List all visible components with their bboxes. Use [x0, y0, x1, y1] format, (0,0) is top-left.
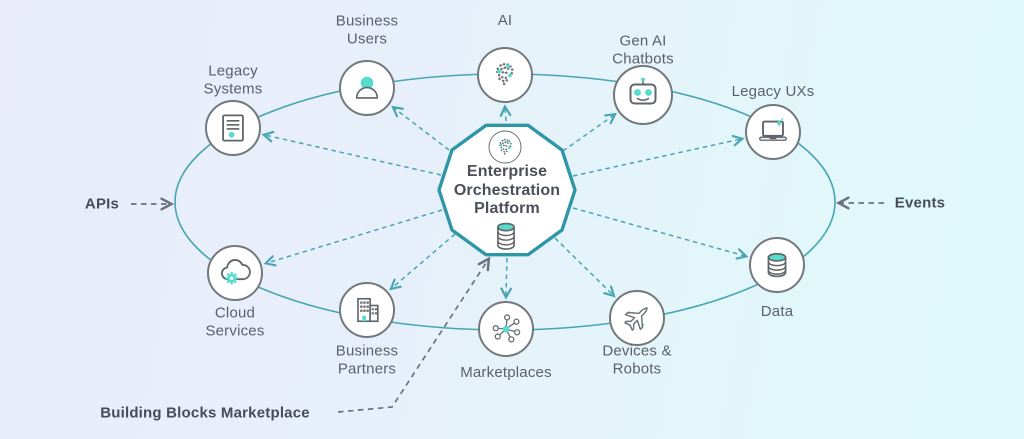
decagon-shape: [437, 123, 577, 257]
center-platform: [422, 105, 592, 275]
database-icon: [497, 222, 515, 250]
node-ai: [477, 47, 533, 103]
building-blocks-marketplace-label: Building Blocks Marketplace: [100, 404, 310, 422]
node-cloud-services: [207, 245, 263, 301]
platform-title: Enterprise Orchestration Platform: [453, 163, 561, 218]
events-label: Events: [894, 194, 946, 212]
database-icon: [767, 252, 787, 278]
node-label-devices-robots: Devices & Robots: [602, 342, 672, 378]
cloud-gear-icon: [221, 259, 251, 285]
node-label-gen-ai-chatbots: Gen AI Chatbots: [612, 32, 674, 68]
building-icon: [357, 297, 379, 323]
node-business-users: [339, 60, 395, 116]
node-legacy-systems: [205, 100, 261, 156]
ai-brain-icon: [498, 138, 512, 155]
network-hub-icon: [492, 314, 521, 343]
node-devices-robots: [609, 290, 665, 346]
plane-icon: [624, 307, 648, 331]
node-data: [749, 237, 805, 293]
platform-database: [489, 217, 523, 255]
node-legacy-uxs: [745, 104, 801, 160]
node-label-business-users: Business Users: [335, 12, 399, 48]
external-arrows: [131, 196, 884, 413]
node-label-legacy-systems: Legacy Systems: [203, 62, 263, 98]
node-label-marketplaces: Marketplaces: [460, 363, 552, 381]
document-icon: [222, 114, 244, 142]
platform-ai-badge: [488, 130, 522, 164]
node-label-data: Data: [760, 302, 794, 320]
center-spoke-arrows: [261, 104, 749, 300]
building-blocks-arrow: [337, 256, 491, 413]
node-label-ai: AI: [497, 11, 513, 29]
user-icon: [355, 76, 379, 99]
node-business-partners: [339, 282, 395, 338]
node-label-business-partners: Business Partners: [335, 342, 399, 378]
node-gen-ai-chatbots: [613, 65, 673, 125]
robot-icon: [629, 77, 657, 105]
node-label-cloud-services: Cloud Services: [205, 304, 265, 340]
laptop-icon: [759, 118, 787, 141]
node-marketplaces: [478, 301, 534, 357]
node-label-legacy-uxs: Legacy UXs: [731, 82, 815, 100]
ai-brain-icon: [496, 62, 514, 86]
apis-label: APIs: [84, 195, 120, 213]
